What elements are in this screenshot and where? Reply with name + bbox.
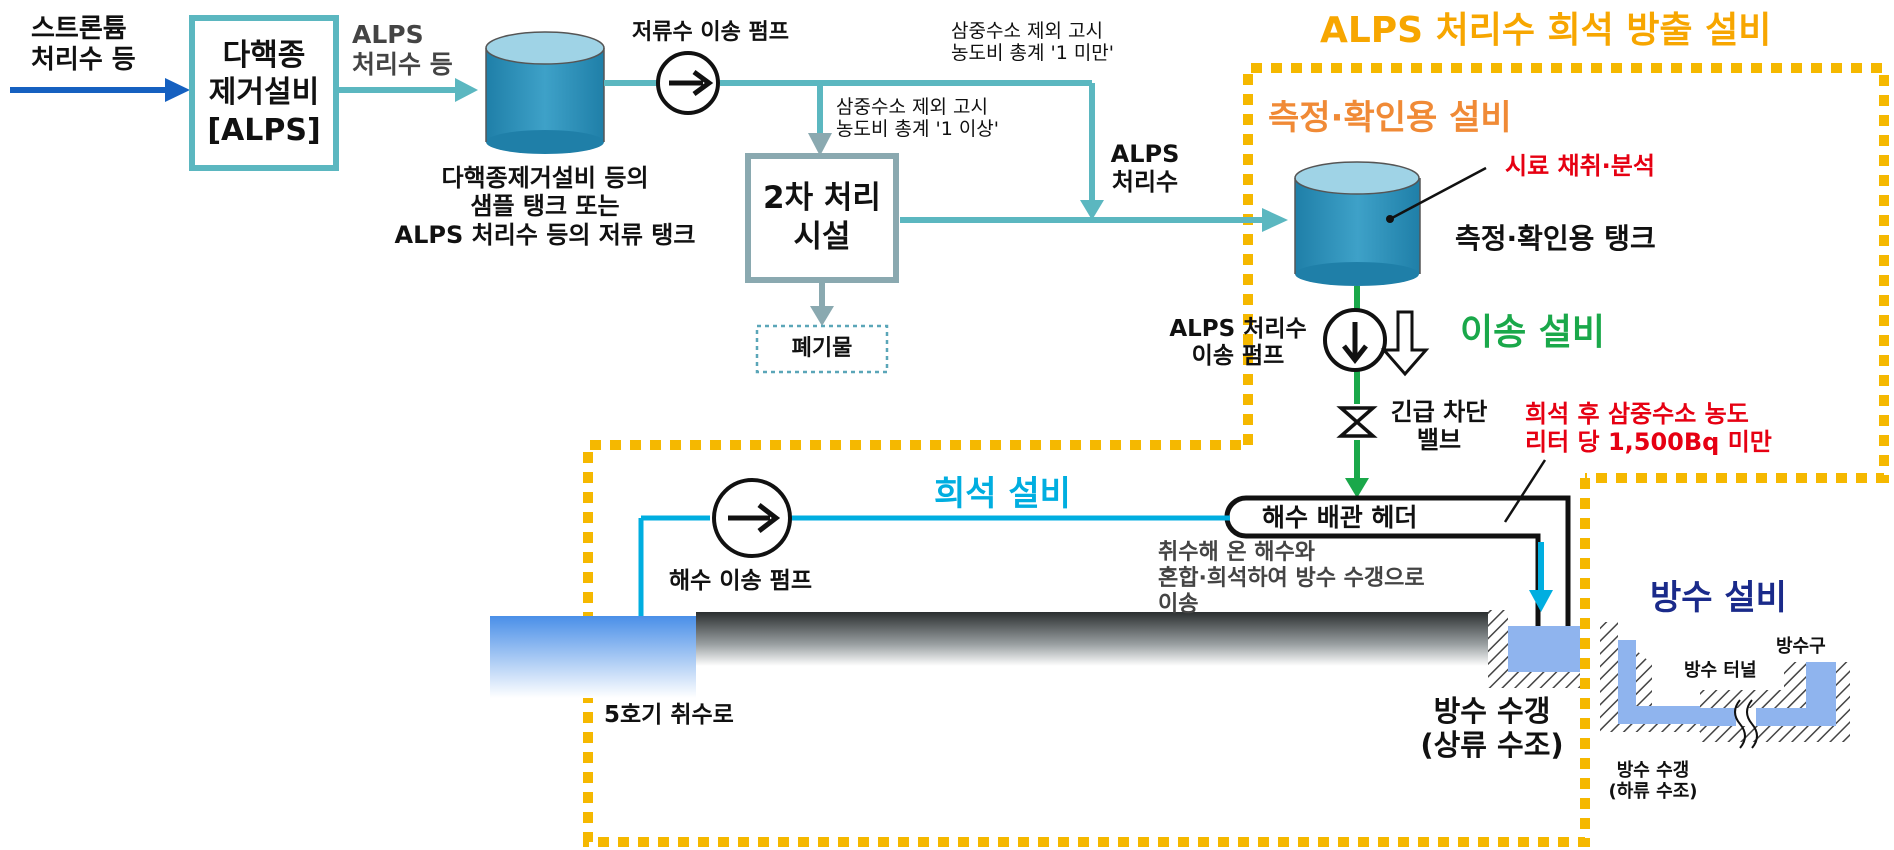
downstream-shaft-label: 방수 수갱(하류 수조)	[1608, 760, 1698, 803]
seawater-header-label: 해수 배관 헤더	[1262, 503, 1418, 532]
secondary-facility-box	[745, 153, 899, 283]
storage-pump-symbol	[656, 51, 720, 115]
discharge-system-boundary	[583, 63, 1889, 847]
transfer-title: 이송 설비	[1460, 312, 1606, 353]
measurement-title: 측정·확인용 설비	[1268, 98, 1512, 138]
pipe-arrowheads	[808, 133, 1288, 232]
discharge-structures	[1488, 610, 1850, 749]
waste-label: 폐기물	[791, 336, 853, 362]
flow-direction-icon	[1380, 310, 1430, 377]
intake-label: 5호기 취수로	[604, 702, 734, 728]
seawater-pump-symbol	[712, 478, 792, 558]
waste-box	[755, 324, 889, 374]
measurement-tank-label: 측정·확인용 탱크	[1455, 222, 1656, 255]
upstream-shaft-label: 방수 수갱(상류 수조)	[1420, 694, 1564, 763]
emergency-valve-symbol	[1336, 406, 1378, 438]
seawater-pump-label: 해수 이송 펌프	[669, 568, 812, 594]
discharge-title: 방수 설비	[1650, 578, 1787, 618]
discharge-system-title: ALPS 처리수 희석 방출 설비	[1320, 10, 1772, 51]
sampling-label: 시료 채취·분석	[1505, 152, 1655, 180]
tunnel-label: 방수 터널	[1684, 660, 1757, 681]
intake-channel	[696, 612, 1493, 666]
input-arrow	[10, 78, 190, 102]
sea-water	[490, 616, 696, 698]
outlet-label: 방수구	[1776, 636, 1826, 657]
transfer-pump-symbol	[1323, 308, 1387, 372]
storage-pump-label: 저류수 이송 펌프	[632, 20, 789, 45]
measurement-tank	[1294, 161, 1421, 286]
storage-tank	[485, 31, 605, 154]
dilution-title: 희석 설비	[934, 474, 1071, 514]
alps-unit-box	[189, 15, 339, 171]
